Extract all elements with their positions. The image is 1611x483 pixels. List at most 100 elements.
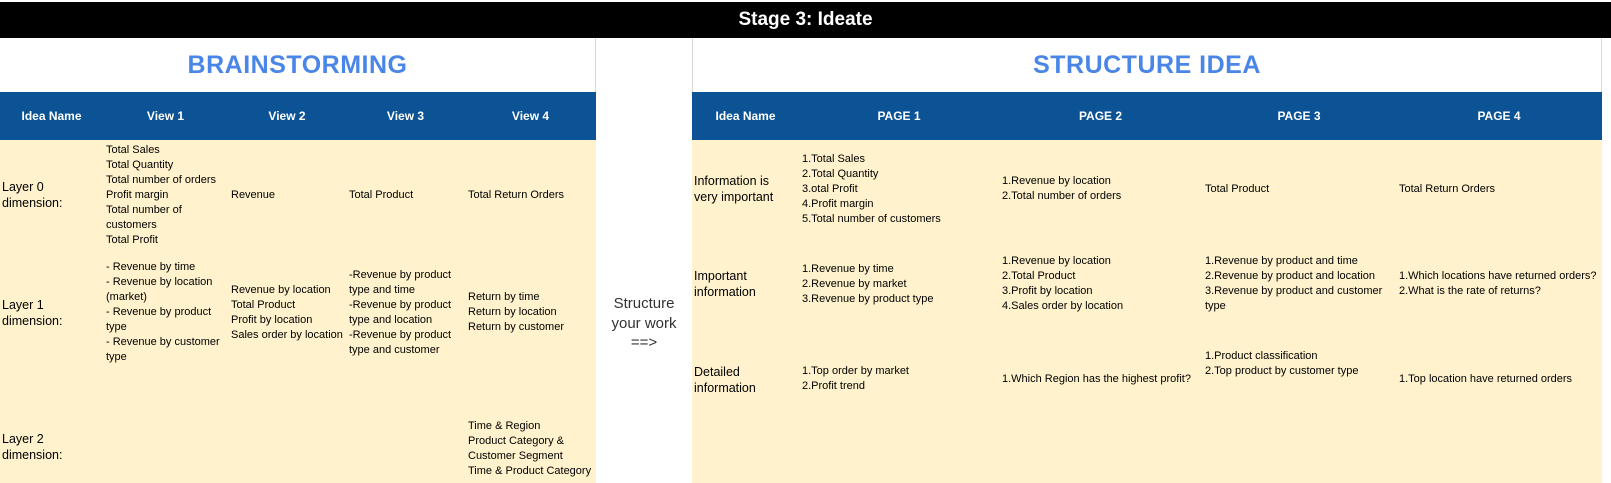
row-label[interactable]: Information is very important (692, 140, 799, 238)
cell-line: 3.Revenue by product type (802, 292, 934, 305)
cell-line: Revenue (231, 188, 276, 201)
cell-line: - Revenue by time (106, 261, 196, 273)
cell-line: 2.Revenue by product and location (1205, 270, 1376, 282)
cell-line: Total Product (349, 188, 414, 201)
cell-line: 1.Which Region has the highest profit? (1002, 373, 1191, 385)
cell-line: 5.Total number of customers (802, 212, 941, 225)
brainstorming-title: BRAINSTORMING (0, 38, 596, 92)
cell-line: 3.Revenue by product and customer type (1205, 285, 1383, 312)
cell-line: Total Product (231, 298, 296, 311)
cell-line: 4.Sales order by location (1002, 300, 1124, 312)
structure-arrow-area: Structure your work ==> (596, 38, 692, 483)
cell-line: Total Profit (106, 233, 158, 246)
table-cell[interactable]: Total Return Orders (465, 140, 596, 250)
table-cell[interactable]: -Revenue by product type and time-Revenu… (346, 250, 465, 375)
row-label[interactable]: Layer 1 dimension: (0, 250, 103, 375)
column-header[interactable]: PAGE 1 (799, 92, 999, 140)
cell-line: 2.Top product by customer type (1205, 365, 1359, 377)
cell-line: Total Return Orders (1399, 182, 1495, 195)
cell-line: 1.Revenue by time (802, 262, 894, 275)
brainstorming-header-row: Idea Name View 1 View 2 View 3 View 4 (0, 92, 596, 140)
table-cell[interactable]: Revenue (228, 140, 346, 250)
cell-line: Total Quantity (106, 158, 174, 171)
cell-line: 2.Profit trend (802, 380, 865, 392)
table-cell[interactable]: 1.Total Sales 2.Total Quantity 3.otal Prof… (799, 140, 999, 238)
column-header[interactable]: PAGE 4 (1396, 92, 1602, 140)
cell-line: Profit by location (231, 313, 313, 326)
cell-line: 1.Total Sales (802, 152, 865, 165)
table-cell[interactable]: 1.Which locations have returned orders?2… (1396, 238, 1602, 330)
cell-line: -Revenue by product type and location (349, 298, 452, 326)
structure-your-work-label: Structure your work ==> (611, 295, 677, 351)
stage-title-bar: Stage 3: Ideate (0, 0, 1611, 38)
stage-title: Stage 3: Ideate (738, 9, 873, 30)
cell-line: 3.Profit by location (1002, 285, 1093, 297)
structure-idea-panel: STRUCTURE IDEA Idea Name PAGE 1 PAGE 2 P… (692, 38, 1602, 483)
cell-line: 1.Revenue by location (1002, 175, 1111, 187)
column-header[interactable]: PAGE 2 (999, 92, 1202, 140)
column-header[interactable]: Idea Name (692, 92, 799, 140)
table-cell[interactable]: 1.Which Region has the highest profit? (999, 330, 1202, 483)
cell-line: Total Return Orders (468, 188, 564, 201)
table-cell[interactable]: Total Product (346, 140, 465, 250)
cell-line: 1.Top location have returned orders (1399, 373, 1573, 385)
cell-line: Total number of orders (106, 173, 217, 186)
cell-line: Return by customer (468, 321, 564, 333)
cell-line: Revenue by location (231, 283, 331, 296)
table-cell[interactable]: 1.Revenue by time 2.Revenue by market 3.Re… (799, 238, 999, 330)
right-margin (1602, 38, 1611, 483)
row-label[interactable]: Layer 2 dimension: (0, 375, 103, 483)
row-label[interactable]: Layer 0 dimension: (0, 140, 103, 250)
cell-line: 2.What is the rate of returns? (1399, 285, 1541, 297)
table-row: Information is very important 1.Total Sa… (692, 140, 1602, 238)
cell-line: Total Sales (106, 143, 160, 156)
row-label[interactable]: Detailed information (692, 330, 799, 483)
cell-line: Return by time (468, 291, 540, 303)
cell-line: Profit margin (106, 188, 169, 201)
table-cell[interactable] (346, 375, 465, 483)
column-header[interactable]: View 3 (346, 92, 465, 140)
table-cell[interactable]: 1.Revenue by location 2.Total number of o… (999, 140, 1202, 238)
cell-line: - Revenue by location (market) (106, 276, 213, 303)
table-cell[interactable]: 1.Revenue by location 2.Total Product 3.Pr… (999, 238, 1202, 330)
cell-line: - Revenue by customer type (106, 336, 220, 363)
brainstorming-panel: BRAINSTORMING Idea Name View 1 View 2 Vi… (0, 38, 596, 483)
table-cell[interactable] (103, 375, 228, 483)
cell-line: Time & Product Category (468, 465, 592, 477)
cell-line: 2.Total Quantity (802, 167, 879, 180)
table-cell[interactable]: 1.Top location have returned orders (1396, 330, 1602, 483)
cell-line: Return by location (468, 306, 557, 318)
structure-header-row: Idea Name PAGE 1 PAGE 2 PAGE 3 PAGE 4 (692, 92, 1602, 140)
cell-line: 2.Revenue by market (802, 277, 907, 290)
column-header[interactable]: View 1 (103, 92, 228, 140)
structure-idea-title: STRUCTURE IDEA (692, 38, 1602, 92)
cell-line: Sales order by location (231, 328, 343, 341)
cell-line: 3.otal Profit (802, 182, 858, 195)
column-header[interactable]: View 4 (465, 92, 596, 140)
table-row: Detailed information 1.Top order by mark… (692, 330, 1602, 483)
structure-idea-table: Idea Name PAGE 1 PAGE 2 PAGE 3 PAGE 4 In… (692, 92, 1602, 483)
cell-line: 1.Revenue by location (1002, 255, 1111, 267)
cell-line: 4.Profit margin (802, 197, 874, 210)
table-cell[interactable]: Total Return Orders (1396, 140, 1602, 238)
table-cell[interactable]: Total Product (1202, 140, 1396, 238)
column-header[interactable]: View 2 (228, 92, 346, 140)
table-cell[interactable] (228, 375, 346, 483)
table-row: Layer 1 dimension: - Revenue by time- Re… (0, 250, 596, 375)
row-label[interactable]: Important information (692, 238, 799, 330)
cell-line: 2.Total Product (1002, 270, 1076, 282)
column-header[interactable]: PAGE 3 (1202, 92, 1396, 140)
cell-line: 2.Total number of orders (1002, 190, 1122, 202)
column-header[interactable]: Idea Name (0, 92, 103, 140)
table-cell[interactable]: - Revenue by time - Revenue by location (… (103, 250, 228, 375)
cell-line: -Revenue by product type and time (349, 268, 452, 296)
